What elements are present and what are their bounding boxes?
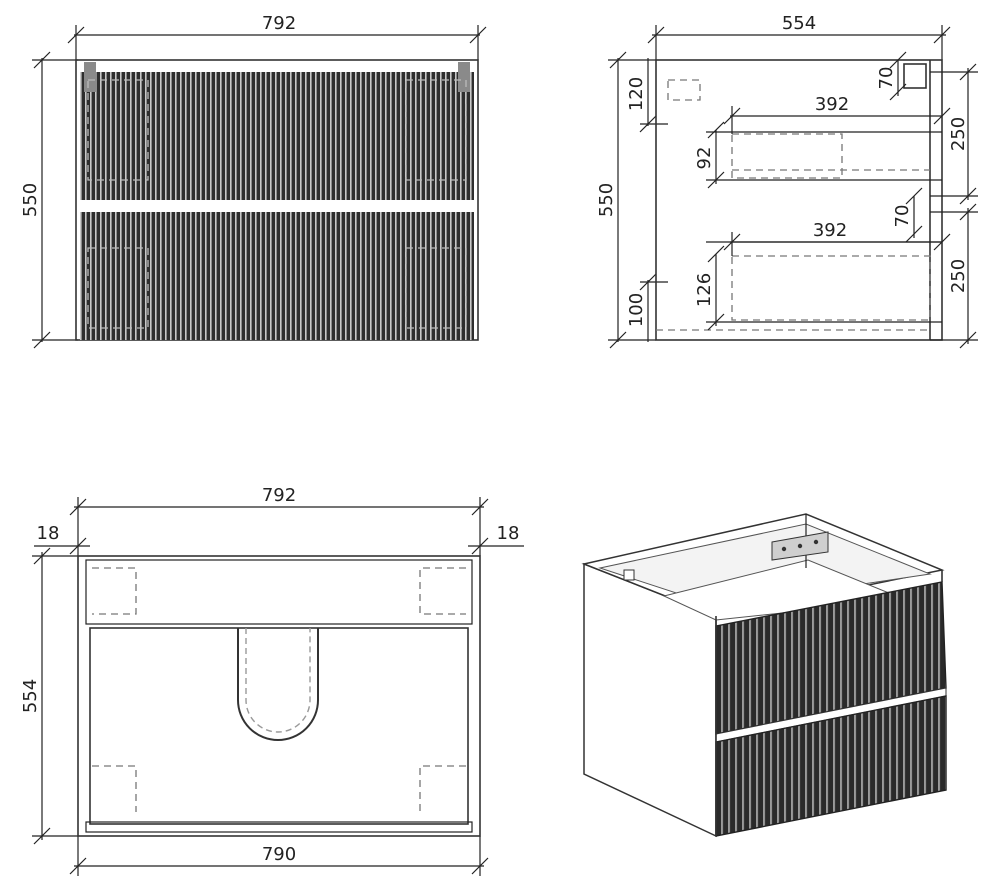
lower-drawer-front [80, 212, 474, 340]
lower-front-dimension: 250 [930, 203, 978, 349]
inner-width-label: 790 [262, 844, 296, 865]
upper-drawer-height-label: 92 [694, 147, 715, 170]
isometric-view [581, 513, 947, 838]
inner-width-dimension: 790 [69, 836, 489, 876]
side-bottom-offset-dimension: 100 [626, 273, 668, 342]
side-depth-dimension: 554 [647, 13, 951, 60]
left-wall-label: 18 [37, 523, 60, 544]
side-height-label: 550 [596, 183, 617, 217]
front-width-dimension: 792 [67, 13, 487, 60]
middle-gap-dimension: 70 [892, 187, 923, 243]
right-wall-dimension: 18 [468, 523, 524, 555]
middle-gap-label: 70 [892, 205, 913, 228]
top-width-label: 792 [262, 485, 296, 506]
top-width-dimension: 792 [69, 485, 489, 556]
left-wall-dimension: 18 [34, 523, 90, 555]
right-wall-label: 18 [497, 523, 520, 544]
side-top-offset-label: 120 [626, 77, 647, 111]
front-view: 792 550 [20, 13, 487, 349]
front-width-label: 792 [262, 13, 296, 34]
lower-drawer-height-label: 126 [694, 273, 715, 307]
side-depth-label: 554 [782, 13, 816, 34]
lower-front-label: 250 [948, 259, 969, 293]
upper-drawer-front [80, 72, 474, 200]
upper-drawer-depth-dimension: 392 [723, 94, 951, 134]
upper-drawer-depth-label: 392 [815, 94, 849, 115]
side-view: 554 550 120 100 [596, 13, 978, 349]
lower-drawer-depth-dimension: 392 [723, 220, 951, 256]
u-cutout [237, 628, 319, 741]
top-view: 792 18 18 554 790 [20, 485, 524, 876]
upper-bracket-label: 70 [876, 67, 897, 90]
upper-bracket-dimension: 70 [876, 51, 907, 101]
upper-front-label: 250 [948, 117, 969, 151]
front-height-label: 550 [20, 183, 41, 217]
upper-drawer-height-dimension: 92 [694, 121, 725, 189]
front-height-dimension: 550 [20, 51, 78, 349]
top-depth-dimension: 554 [20, 547, 78, 845]
lower-drawer-height-dimension: 126 [694, 245, 725, 331]
top-depth-label: 554 [20, 679, 41, 713]
upper-front-dimension: 250 [930, 63, 978, 205]
side-bottom-offset-label: 100 [626, 293, 647, 327]
side-top-offset-dimension: 120 [626, 58, 668, 133]
lower-drawer-depth-label: 392 [813, 220, 847, 241]
